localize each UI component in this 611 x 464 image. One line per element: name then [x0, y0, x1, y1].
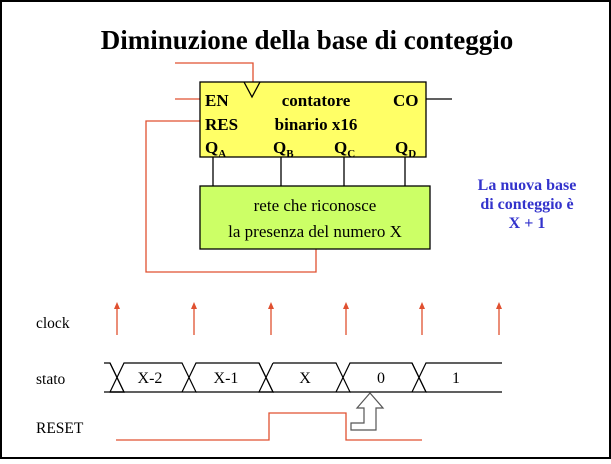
- counter-output-qd: QD: [395, 138, 416, 160]
- clock-label: clock: [36, 315, 70, 332]
- state-value-x-1: X-1: [214, 370, 239, 387]
- recognizer-line1: rete che riconosce: [254, 196, 377, 215]
- state-value-0: 0: [377, 370, 385, 387]
- counter-output-qa: QA: [205, 138, 226, 160]
- clock-input-wire: [175, 62, 254, 82]
- clock-ticks: [114, 302, 502, 335]
- counter-output-subscript: A: [218, 148, 226, 160]
- counter-output-letter: Q: [273, 138, 286, 157]
- state-value-x: X: [299, 370, 311, 387]
- counter-res-label: RES: [205, 115, 238, 134]
- counter-output-subscript: C: [347, 148, 355, 160]
- clock-tick-arrow: [114, 302, 120, 335]
- input-wiring: [145, 62, 317, 273]
- state-bus: [104, 362, 502, 393]
- state-value-x-2: X-2: [138, 370, 163, 387]
- recognizer-line2: la presenza del numero X: [228, 222, 402, 241]
- output-wiring: [212, 157, 406, 186]
- reset-label: RESET: [36, 420, 84, 437]
- reset-feedback-wire: [145, 120, 317, 273]
- counter-block: [199, 81, 427, 158]
- clock-tick-arrow: [343, 302, 349, 335]
- counter-name-line2: binario x16: [275, 115, 358, 134]
- state-label: stato: [36, 371, 66, 388]
- note-line3: X + 1: [509, 215, 546, 232]
- note-line1: La nuova base: [478, 177, 577, 194]
- counter-output-letter: Q: [395, 138, 408, 157]
- reset-effect-arrow-icon: [350, 392, 385, 431]
- counter-output-qc: QC: [334, 138, 355, 160]
- counter-output-subscript: B: [286, 148, 294, 160]
- slide-title: Diminuzione della base di conteggio: [101, 25, 514, 55]
- clock-tick-arrow: [268, 302, 274, 335]
- counter-co-label: CO: [393, 91, 419, 110]
- counter-output-qb: QB: [273, 138, 294, 160]
- clock-tick-arrow: [419, 302, 425, 335]
- state-value-1: 1: [452, 370, 460, 387]
- state-segment-1: [411, 362, 502, 393]
- counter-output-letter: Q: [334, 138, 347, 157]
- counter-en-label: EN: [205, 91, 229, 110]
- counter-output-subscript: D: [408, 148, 416, 160]
- recognizer-block: [199, 185, 431, 250]
- clock-tick-arrow: [191, 302, 197, 335]
- clock-tick-arrow: [496, 302, 502, 335]
- reset-waveform: [116, 412, 422, 441]
- clock-triangle-icon: [243, 81, 261, 99]
- note-line2: di conteggio è: [480, 196, 573, 213]
- counter-output-letter: Q: [205, 138, 218, 157]
- counter-name-line1: contatore: [282, 91, 351, 110]
